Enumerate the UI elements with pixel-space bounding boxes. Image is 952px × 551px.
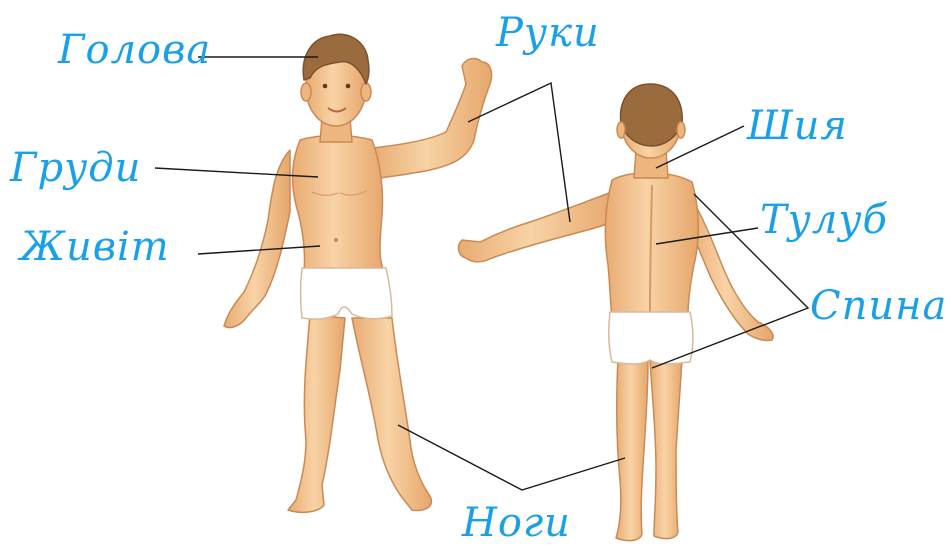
label-legs: Ноги xyxy=(462,503,571,543)
boy-front-figure xyxy=(224,34,492,512)
front-down-arm xyxy=(224,150,290,328)
back-left-leg xyxy=(616,358,648,541)
front-torso xyxy=(293,136,384,273)
label-back: Спина xyxy=(810,286,947,326)
pointer-legs xyxy=(398,425,625,490)
label-head: Голова xyxy=(58,30,211,70)
label-torso: Тулуб xyxy=(760,200,888,240)
back-hair xyxy=(621,84,683,146)
label-belly: Живіт xyxy=(20,227,170,267)
front-raised-arm xyxy=(372,59,492,178)
back-underwear xyxy=(609,312,693,364)
front-underwear xyxy=(301,268,393,319)
front-right-leg xyxy=(352,318,431,510)
boy-back-figure xyxy=(459,84,774,541)
back-extended-arm xyxy=(459,192,618,262)
front-left-leg xyxy=(288,315,345,512)
label-neck: Шия xyxy=(747,106,848,146)
label-arms: Руки xyxy=(496,13,600,53)
label-chest: Груди xyxy=(10,148,141,188)
back-right-leg xyxy=(650,360,682,539)
